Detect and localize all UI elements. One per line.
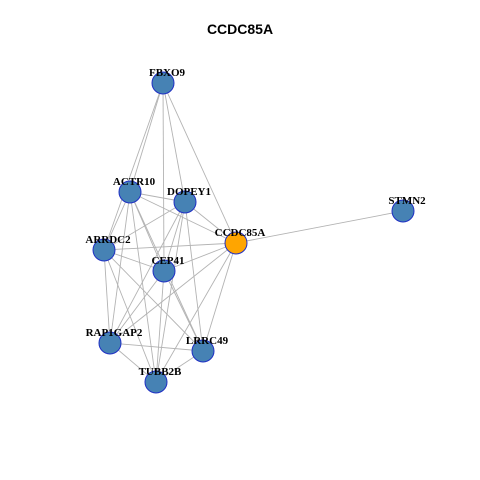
node-layer <box>92 71 415 394</box>
edge-fbxo9-actr10 <box>129 82 164 193</box>
node-stmn2[interactable] <box>391 199 415 223</box>
edge-fbxo9-dopey1 <box>162 82 186 203</box>
edge-actr10-rap1gap2 <box>109 191 131 344</box>
edge-ccdc85a-lrrc49 <box>202 242 237 352</box>
node-tubb2b[interactable] <box>144 370 168 394</box>
edge-dopey1-arrdc2 <box>103 201 186 251</box>
node-label-tubb2b: TUBB2B <box>139 366 182 378</box>
node-label-arrdc2: ARRDC2 <box>85 234 131 246</box>
node-label-dopey1: DOPEY1 <box>167 186 211 198</box>
edge-cep41-tubb2b <box>155 270 165 383</box>
node-fbxo9[interactable] <box>151 71 175 95</box>
edge-fbxo9-cep41 <box>162 82 165 272</box>
edge-ccdc85a-rap1gap2 <box>109 242 237 344</box>
node-lrrc49[interactable] <box>191 339 215 363</box>
node-arrdc2[interactable] <box>92 238 116 262</box>
edge-arrdc2-rap1gap2 <box>103 249 111 344</box>
node-dopey1[interactable] <box>173 190 197 214</box>
chart-title: CCDC85A <box>206 21 274 37</box>
node-label-rap1gap2: RAP1GAP2 <box>86 327 143 339</box>
edge-dopey1-tubb2b <box>155 201 186 383</box>
node-label-actr10: ACTR10 <box>113 176 156 188</box>
edge-cep41-rap1gap2 <box>109 270 165 344</box>
node-rap1gap2[interactable] <box>98 331 122 355</box>
node-label-ccdc85a: CCDC85A <box>215 227 266 239</box>
node-actr10[interactable] <box>118 180 142 204</box>
edge-cep41-lrrc49 <box>163 270 204 352</box>
node-label-fbxo9: FBXO9 <box>149 67 186 79</box>
edge-arrdc2-lrrc49 <box>103 249 204 352</box>
edge-fbxo9-ccdc85a <box>162 82 237 244</box>
edge-actr10-ccdc85a <box>129 191 237 244</box>
edge-ccdc85a-arrdc2 <box>103 242 237 251</box>
edge-ccdc85a-tubb2b <box>155 242 237 383</box>
node-label-lrrc49: LRRC49 <box>186 335 229 347</box>
node-label-cep41: CEP41 <box>152 255 185 267</box>
edge-ccdc85a-cep41 <box>163 242 237 272</box>
edge-dopey1-cep41 <box>163 201 186 272</box>
edge-ccdc85a-stmn2 <box>235 210 404 244</box>
node-cep41[interactable] <box>152 259 176 283</box>
edge-rap1gap2-lrrc49 <box>109 342 204 352</box>
node-ccdc85a[interactable] <box>224 231 248 255</box>
edge-dopey1-rap1gap2 <box>109 201 186 344</box>
edge-fbxo9-arrdc2 <box>103 82 164 251</box>
node-label-stmn2: STMN2 <box>388 195 426 207</box>
edge-actr10-tubb2b <box>129 191 157 383</box>
